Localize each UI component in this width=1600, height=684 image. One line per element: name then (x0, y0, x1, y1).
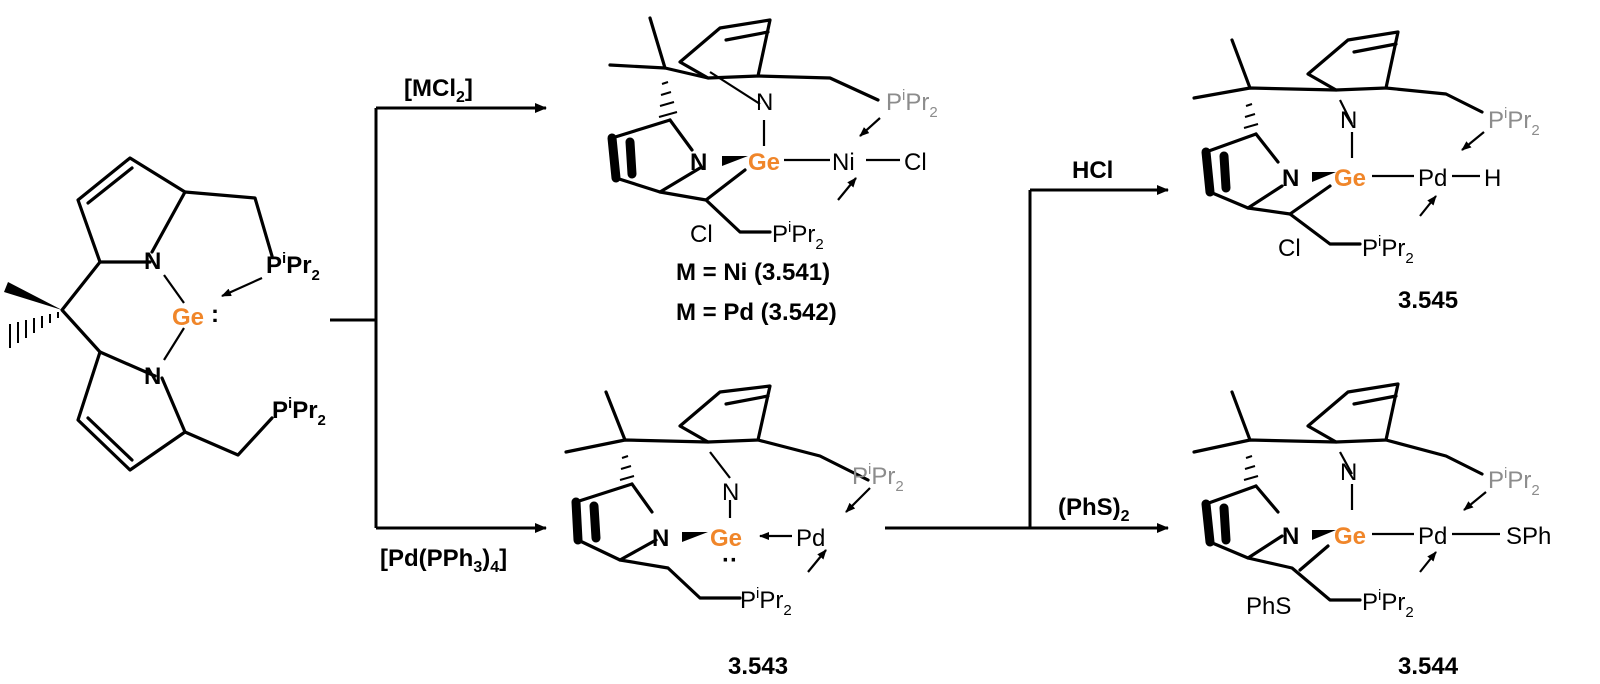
arrow-branch-2 (885, 185, 1169, 533)
reagent-pdpph34: [Pd(PPh3)4] (380, 545, 507, 576)
atom-n-lower: N (144, 363, 161, 390)
lone-pair-colon: : (211, 301, 219, 328)
phosphine-upper: PiPr2 (1488, 105, 1540, 139)
phosphine-lower: PiPr2 (772, 219, 824, 253)
atom-cl: Cl (1278, 235, 1301, 262)
atom-pd: Pd (796, 525, 825, 552)
atom-h: H (1484, 165, 1501, 192)
atom-ge: Ge (172, 304, 204, 331)
phosphine-upper: PiPr2 (266, 250, 320, 284)
ge-lone-pair: ·· (722, 547, 738, 574)
atom-ge: Ge (1334, 165, 1366, 192)
phosphine-lower: PiPr2 (740, 585, 792, 619)
reagent-hcl: HCl (1072, 157, 1113, 184)
phosphine-lower: PiPr2 (1362, 587, 1414, 621)
atom-n: N (652, 525, 669, 552)
phosphine-upper: PiPr2 (852, 461, 904, 495)
phosphine-upper: PiPr2 (886, 87, 938, 121)
atom-n: N (1282, 523, 1299, 550)
atom-ge: Ge (748, 149, 780, 176)
reagent-mcl2: [MCl2] (404, 75, 473, 106)
phosphine-lower: PiPr2 (1362, 233, 1414, 267)
atom-n: N (1340, 107, 1357, 134)
atom-cl: Cl (904, 149, 927, 176)
phosphine-upper: PiPr2 (1488, 465, 1540, 499)
atom-ge: Ge (710, 525, 742, 552)
atom-phs: PhS (1246, 593, 1291, 620)
product-ni-pd-dichloride: N N Ge Ni Cl Cl PiPr2 PiPr2 M = Ni (3.54… (607, 16, 938, 326)
atom-cl: Cl (690, 221, 713, 248)
product-pd-thiolate-544: N N Ge Pd SPh PhS PiPr2 PiPr2 3.544 (1192, 382, 1551, 680)
label-544: 3.544 (1398, 653, 1459, 680)
atom-metal: Ni (832, 149, 855, 176)
atom-n: N (1282, 165, 1299, 192)
atom-n: N (1340, 459, 1357, 486)
phosphine-lower: PiPr2 (272, 395, 326, 429)
label-543: 3.543 (728, 653, 788, 680)
starting-germylene: N N Ge : PiPr2 PiPr2 (4, 156, 326, 472)
label-ni: M = Ni (3.541) (676, 259, 830, 286)
reagent-phs2: (PhS)2 (1058, 494, 1130, 525)
product-pd-543: N N Ge ·· Pd PiPr2 PiPr2 3.543 (564, 384, 904, 680)
atom-pd: Pd (1418, 523, 1447, 550)
product-pd-hydride-545: N N Ge Pd H Cl PiPr2 PiPr2 3.545 (1192, 30, 1540, 314)
atom-pd: Pd (1418, 165, 1447, 192)
atom-n: N (756, 89, 773, 116)
atom-n-upper: N (144, 248, 161, 275)
arrow-branch-1 (330, 103, 547, 533)
label-545: 3.545 (1398, 287, 1458, 314)
atom-sph: SPh (1506, 523, 1551, 550)
atom-n: N (690, 149, 707, 176)
label-pd: M = Pd (3.542) (676, 299, 837, 326)
atom-n: N (722, 479, 739, 506)
atom-ge: Ge (1334, 523, 1366, 550)
